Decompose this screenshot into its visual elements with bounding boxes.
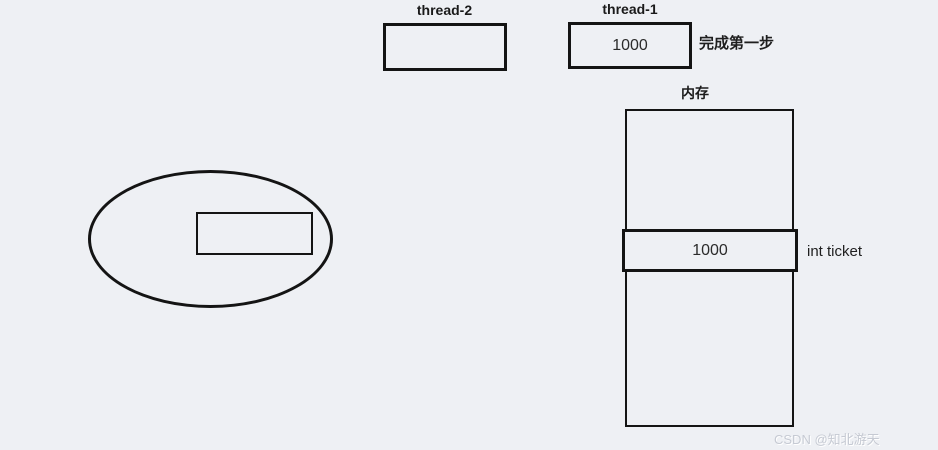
ticket-variable-annotation: int ticket [807,243,863,260]
thread2-box [383,23,507,71]
ellipse-inner-rect [196,212,313,255]
ticket-cell-value: 1000 [692,241,728,259]
watermark: CSDN @知北游天 [774,432,880,447]
ticket-memory-cell: 1000 [622,229,798,272]
thread1-value: 1000 [612,36,648,54]
thread2-label: thread-2 [416,2,473,18]
thread1-label: thread-1 [602,1,658,17]
memory-label: 内存 [681,85,709,101]
ellipse-shape [88,170,333,308]
step-complete-annotation: 完成第一步 [699,35,775,52]
thread1-box: 1000 [568,22,692,69]
